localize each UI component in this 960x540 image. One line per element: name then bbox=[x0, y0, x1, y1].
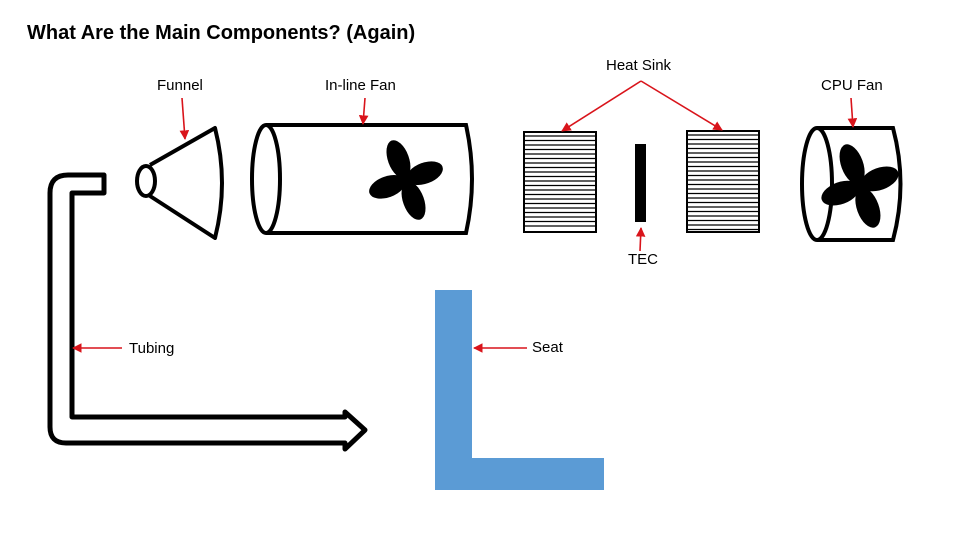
label-tubing: Tubing bbox=[129, 340, 175, 357]
label-heat-sink: Heat Sink bbox=[606, 57, 672, 74]
arrow-tec bbox=[635, 227, 646, 252]
cpu-fan bbox=[800, 126, 903, 242]
heat-sink-right bbox=[686, 130, 760, 233]
arrow-inline-fan bbox=[358, 97, 369, 125]
seat bbox=[435, 290, 604, 490]
tec bbox=[635, 144, 646, 222]
arrow-funnel bbox=[179, 97, 190, 140]
funnel bbox=[135, 126, 224, 240]
tubing bbox=[47, 172, 368, 452]
heat-sink-left bbox=[523, 131, 597, 233]
label-seat: Seat bbox=[532, 339, 563, 356]
label-funnel: Funnel bbox=[157, 77, 203, 94]
label-inline-fan: In-line Fan bbox=[325, 77, 396, 94]
arrow-cpu-fan bbox=[847, 97, 858, 128]
arrow-heat-sink-right bbox=[640, 80, 723, 131]
callout-arrows bbox=[72, 80, 858, 353]
label-tec: TEC bbox=[628, 251, 658, 268]
label-cpu-fan: CPU Fan bbox=[821, 77, 883, 94]
inline-fan bbox=[250, 123, 474, 235]
slide-title: What Are the Main Components? (Again) bbox=[27, 22, 416, 44]
arrow-heat-sink-left bbox=[561, 80, 642, 132]
